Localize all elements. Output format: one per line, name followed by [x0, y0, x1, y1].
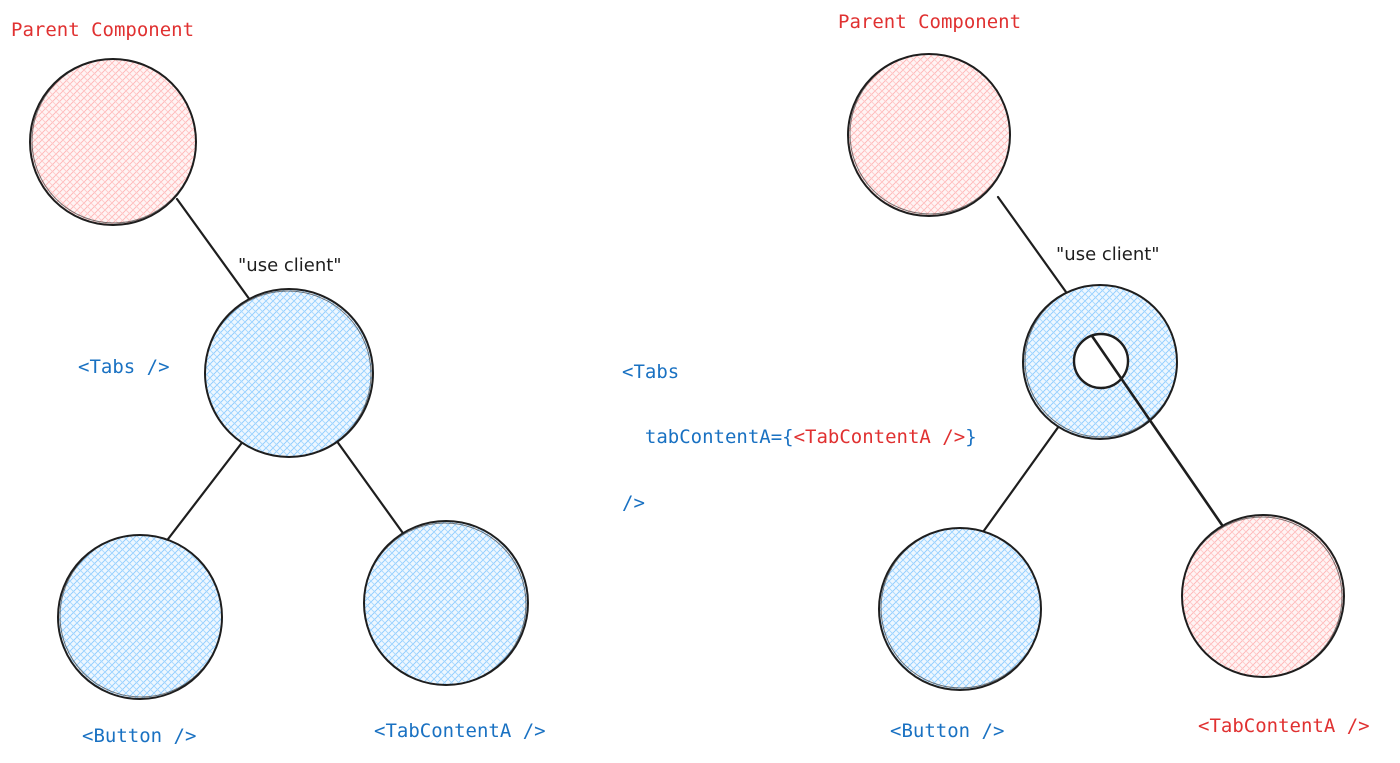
left-edge-tabs-content — [334, 438, 407, 538]
left-tree — [29, 58, 529, 700]
left-tabs-node — [204, 288, 374, 458]
right-edge-slot-content — [1090, 334, 1224, 527]
right-edge-tabs-button — [981, 424, 1061, 534]
tabs-code-snippet: <Tabs tabContentA={<TabContentA />} /> — [622, 318, 977, 536]
right-parent-label: Parent Component — [838, 11, 1022, 33]
right-content-label: <TabContentA /> — [1198, 715, 1370, 737]
code-prop-prefix: tabContentA={ — [622, 426, 794, 449]
left-edge-parent-tabs — [175, 197, 252, 302]
code-line-2: tabContentA={<TabContentA />} — [622, 426, 977, 449]
left-content-label: <TabContentA /> — [374, 720, 546, 742]
right-edge-parent-tabs — [996, 195, 1068, 294]
code-prop-child: <TabContentA /> — [793, 426, 966, 449]
right-directive-label: "use client" — [1056, 244, 1160, 265]
left-content-node — [363, 520, 529, 686]
right-tree — [847, 53, 1345, 691]
right-button-label: <Button /> — [890, 720, 1005, 742]
code-line-1: <Tabs — [622, 360, 680, 383]
left-tabs-label: <Tabs /> — [78, 356, 170, 378]
code-line-3: /> — [622, 491, 645, 514]
right-parent-node — [847, 53, 1011, 217]
right-button-node — [878, 527, 1042, 691]
right-content-node — [1181, 514, 1345, 678]
right-tabs-slot-hole — [1072, 332, 1130, 390]
code-prop-suffix: } — [965, 426, 977, 449]
left-button-node — [57, 534, 223, 700]
left-parent-node — [29, 58, 197, 226]
left-directive-label: "use client" — [238, 255, 342, 276]
left-button-label: <Button /> — [82, 725, 197, 747]
left-parent-label: Parent Component — [11, 19, 195, 41]
left-edge-tabs-button — [163, 438, 246, 545]
